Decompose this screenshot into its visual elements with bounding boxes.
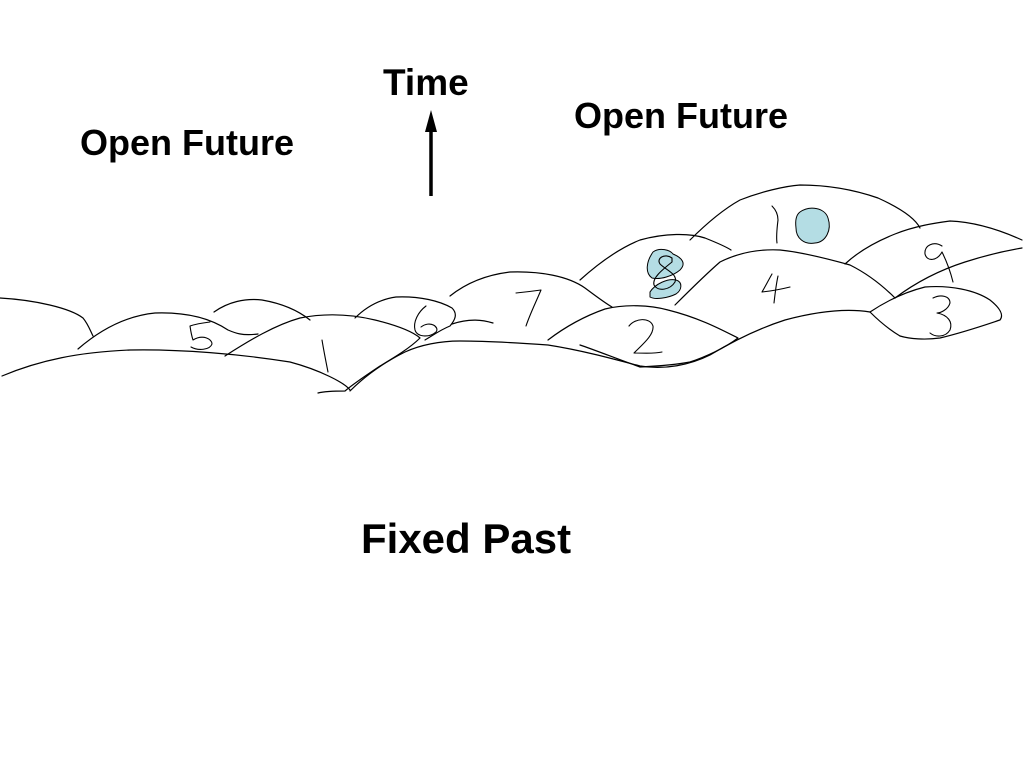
time-axis-label: Time [383, 62, 469, 103]
hill-number-6 [414, 305, 438, 337]
fixed-past-label: Fixed Past [361, 515, 572, 562]
hill-number-10 [771, 205, 779, 244]
hill-number-9 [924, 243, 954, 283]
hill-number-3 [929, 295, 952, 337]
hill-8-outline [579, 233, 732, 281]
hill-number-1 [321, 339, 329, 373]
baseline-curve [1, 349, 351, 391]
hill-6-right [451, 319, 494, 325]
hill-1-outline [224, 314, 421, 394]
blob-8-top [646, 248, 684, 279]
foreground-ridge [349, 309, 871, 392]
hill-outlines [0, 184, 1023, 394]
hill-10-outline [689, 184, 921, 241]
hill-number-8 [653, 255, 677, 290]
left-ridge [0, 297, 94, 337]
hill-number-5 [189, 321, 213, 350]
hill-7-outline [449, 271, 613, 308]
hill-6-top [213, 298, 311, 321]
hill-9-outline [844, 220, 1023, 265]
hill-number-7 [515, 289, 542, 327]
hill-numbers [189, 205, 954, 373]
right-ridge [894, 247, 1023, 299]
blob-10 [795, 207, 830, 244]
hill-4-outline [674, 249, 896, 306]
hill-3-outline [869, 285, 1003, 340]
hill-6-outline [354, 296, 456, 341]
open-future-right-label: Open Future [574, 95, 788, 136]
hill-number-2 [628, 319, 663, 354]
hill-2-outline [547, 305, 739, 368]
arrow-up-icon [425, 110, 437, 196]
hill-5-outline [77, 312, 259, 350]
hill-3-left [869, 311, 901, 337]
hill-number-4 [761, 273, 791, 304]
highlighted-hills [646, 207, 830, 299]
open-future-left-label: Open Future [80, 122, 294, 163]
